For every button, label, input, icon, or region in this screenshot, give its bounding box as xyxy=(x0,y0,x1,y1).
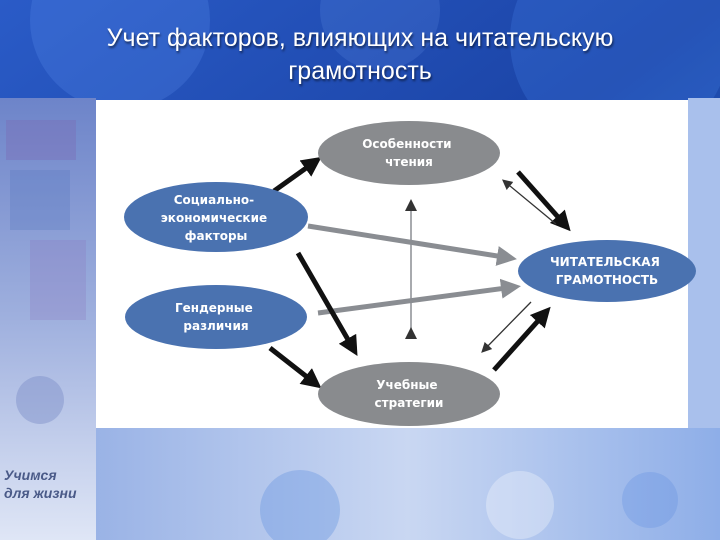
node-gender-shape xyxy=(125,285,307,349)
node-reading-line-1: Особенности xyxy=(362,137,451,151)
node-literacy-line-1: ЧИТАТЕЛЬСКАЯ xyxy=(550,255,660,269)
node-gender-line-2: различия xyxy=(183,319,248,333)
node-socio-line-3: факторы xyxy=(185,229,248,243)
svg-text:Гендерные различия: Гендерные различия xyxy=(175,301,257,333)
title-line-2: грамотность xyxy=(288,57,432,85)
node-socio-line-1: Социально- xyxy=(174,193,254,207)
svg-text:ЧИТАТЕЛЬСКАЯ ГРАМОТНОСТЬ: ЧИТАТЕЛЬСКАЯ ГРАМОТНОСТЬ xyxy=(550,255,664,287)
node-reading-shape xyxy=(318,121,500,185)
arrow-socio-to-reading xyxy=(272,156,322,194)
node-literacy: ЧИТАТЕЛЬСКАЯ ГРАМОТНОСТЬ xyxy=(518,240,696,302)
arrow-reading-to-literacy xyxy=(516,170,571,232)
arrow-thin-literacy-to-strategies xyxy=(481,301,532,353)
slogan: Учимся для жизни xyxy=(4,466,84,502)
arrow-socio-to-literacy xyxy=(307,223,517,266)
node-strategies-shape xyxy=(318,362,500,426)
node-strategies-line-1: Учебные xyxy=(376,378,437,392)
node-literacy-line-2: ГРАМОТНОСТЬ xyxy=(556,273,658,287)
node-reading-line-2: чтения xyxy=(385,155,433,169)
node-gender-line-1: Гендерные xyxy=(175,301,253,315)
node-socio: Социально- экономические факторы xyxy=(124,182,308,252)
svg-text:Учебные стратегии: Учебные стратегии xyxy=(375,378,444,410)
arrow-strategies-to-literacy xyxy=(492,306,551,372)
node-gender: Гендерные различия xyxy=(125,285,307,349)
node-reading: Особенности чтения xyxy=(318,121,500,185)
arrow-gender-to-strategies xyxy=(268,346,322,389)
node-strategies: Учебные стратегии xyxy=(318,362,500,426)
node-literacy-shape xyxy=(518,240,696,302)
node-socio-line-2: экономические xyxy=(161,211,267,225)
slogan-line-1: Учимся xyxy=(4,467,57,483)
slide-title: Учет факторов, влияющих на читательскую … xyxy=(0,22,720,88)
arrow-thin-literacy-to-reading xyxy=(501,179,557,225)
arrow-gender-to-literacy xyxy=(317,278,521,316)
svg-text:Социально- экономические: Социально- экономические факторы xyxy=(161,193,272,243)
node-socio-shape xyxy=(124,182,308,252)
slogan-line-2: для жизни xyxy=(4,485,77,501)
node-strategies-line-2: стратегии xyxy=(375,396,444,410)
svg-text:Особенности чтения: Особенности чтения xyxy=(362,137,456,169)
arrow-socio-to-strategies xyxy=(295,251,358,357)
title-line-1: Учет факторов, влияющих на читательскую xyxy=(106,24,614,52)
